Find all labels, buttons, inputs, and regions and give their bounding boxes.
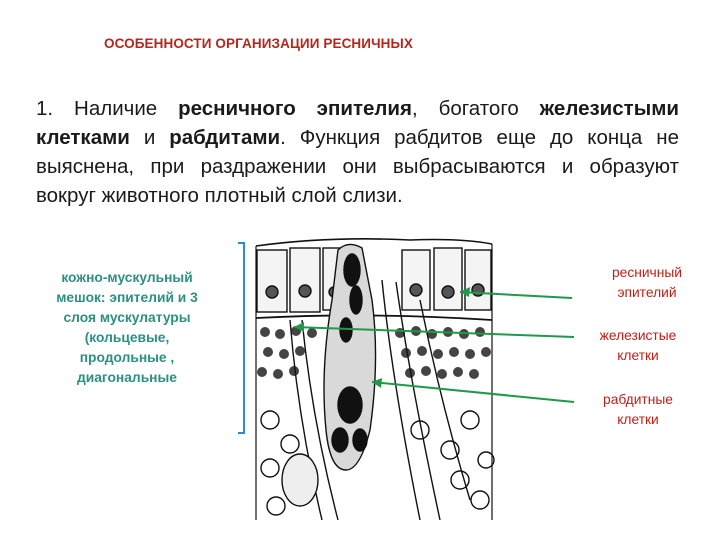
duct-line [381,279,421,521]
paragraph-text: Наличие [53,97,179,120]
tissue-drawing [255,238,495,521]
epithelium-cells [256,247,492,313]
pointer-line-rhab [371,381,575,403]
label-line: слоя мускулатуры [63,310,191,325]
paragraph-number: 1. [36,97,54,120]
label-line: диагональные [77,370,177,385]
arrowhead [294,322,304,332]
slide-title: ОСОБЕННОСТИ ОРГАНИЗАЦИИ РЕСНИЧНЫХ [104,36,413,51]
pointer-line-cilia [459,291,573,299]
pointer-line-gland [293,326,575,338]
label-line: кожно-мускульный [61,270,193,285]
paragraph-text: . Функция рабдитов еще до конца не выясн… [36,126,679,207]
duct-line [419,299,471,501]
duct-line [289,319,323,521]
arrowhead [460,287,470,297]
label-line: рабдитные [603,392,673,407]
paragraph-text: и [129,126,170,149]
rhabdite-gland-column [323,243,377,471]
duct-line [395,281,441,521]
label-line: эпителий [617,285,677,300]
label-line: железистые [599,328,677,343]
ciliated-epithelium-label: ресничный эпителий [592,263,702,303]
label-line: мешок: эпителий и 3 [56,290,198,305]
parenchyma [260,410,495,516]
label-line: (кольцевые, [84,330,170,345]
term-ciliated-epithelium: ресничного эпителия [178,97,413,120]
skin-muscle-sac-bracket [238,242,245,434]
label-line: клетки [617,412,659,427]
skin-muscle-sac-label: кожно-мускульный мешок: эпителий и 3 сло… [22,268,232,388]
duct-line [301,319,339,521]
rhabdite-cells-label: рабдитные клетки [578,390,698,430]
gland-cells-label: железистые клетки [578,326,698,366]
arrowhead [372,378,382,388]
label-line: продольные , [79,350,175,365]
label-line: ресничный [611,265,682,280]
paragraph-text: , богатого [412,97,540,120]
muscle-layers [257,326,491,379]
main-paragraph: 1. Наличие ресничного эпителия, богатого… [36,94,679,210]
term-rhabdites: рабдитами [169,126,281,149]
label-line: клетки [617,348,659,363]
cilia-edge [255,238,493,247]
term-gland-cells: железистыми клетками [36,97,679,149]
